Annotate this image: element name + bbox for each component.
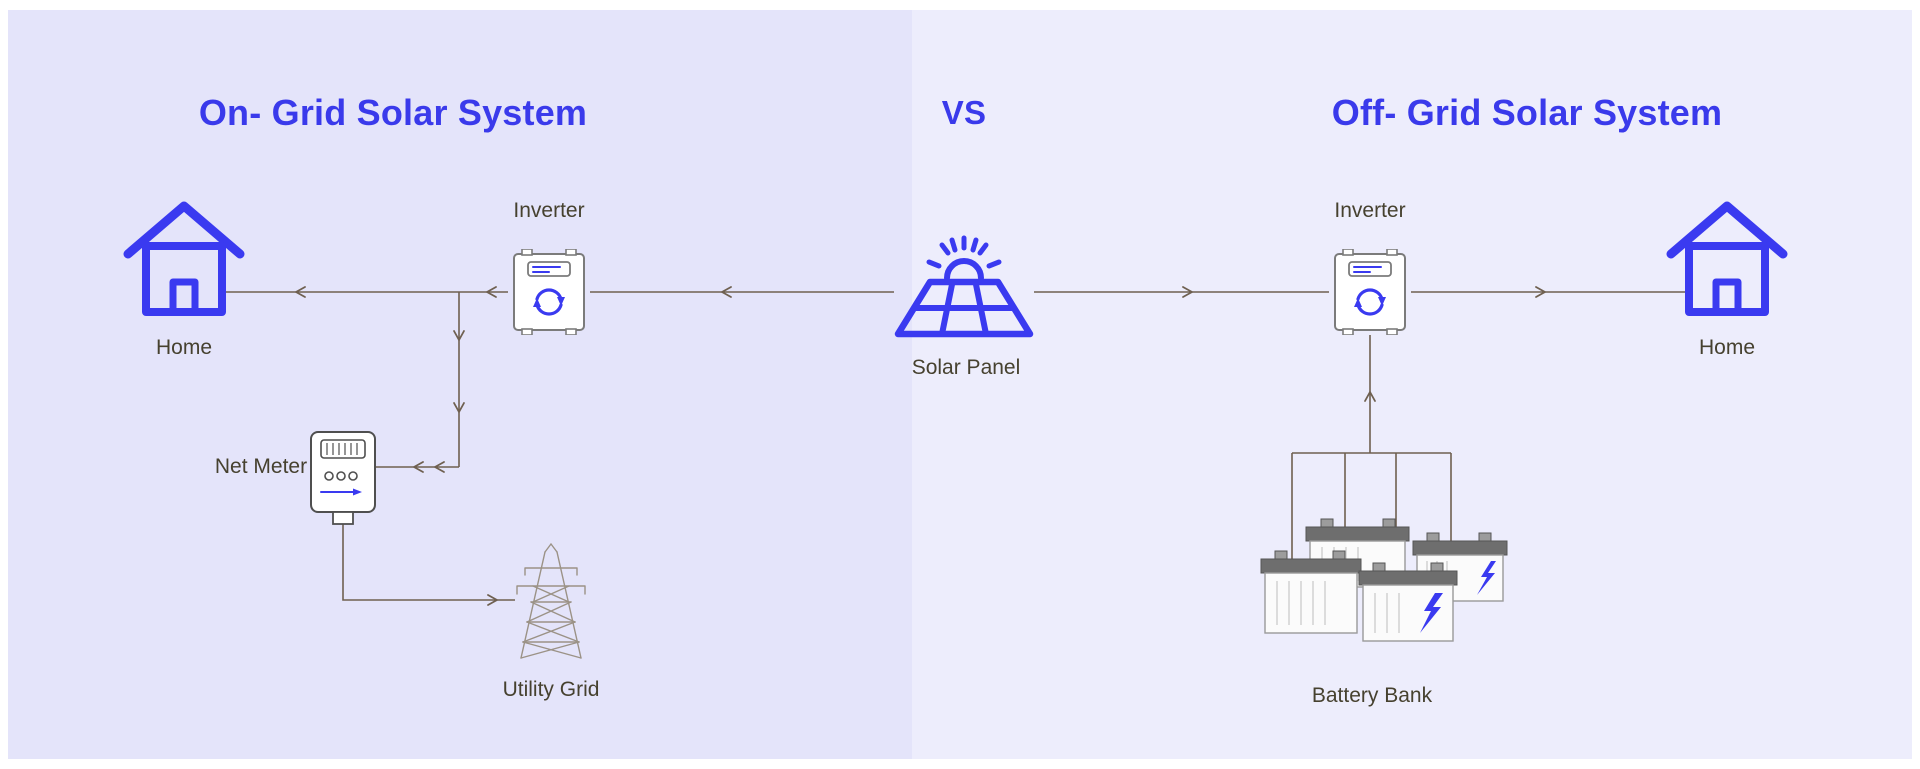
on-grid-panel-background	[8, 10, 912, 759]
battery-bank-icon	[1260, 518, 1508, 642]
on-grid-title: On- Grid Solar System	[198, 92, 588, 133]
home-left-label: Home	[155, 336, 213, 359]
home-right-label: Home	[1698, 336, 1756, 359]
battery-bank-label: Battery Bank	[1311, 684, 1433, 707]
inverter-icon-right	[1334, 249, 1406, 335]
electric-meter-icon	[310, 431, 376, 525]
inverter-right-label: Inverter	[1334, 199, 1406, 222]
solar-panel-sun-icon	[894, 235, 1034, 338]
solar-panel-label: Solar Panel	[911, 356, 1021, 379]
net-meter-label: Net Meter	[214, 455, 308, 478]
inverter-icon-left	[513, 249, 585, 335]
house-icon	[123, 201, 245, 316]
vs-label: VS	[941, 94, 987, 131]
transmission-tower-icon	[516, 542, 586, 659]
utility-grid-label: Utility Grid	[502, 678, 600, 701]
inverter-left-label: Inverter	[513, 199, 585, 222]
house-icon-right	[1666, 201, 1788, 316]
off-grid-title: Off- Grid Solar System	[1331, 92, 1723, 133]
